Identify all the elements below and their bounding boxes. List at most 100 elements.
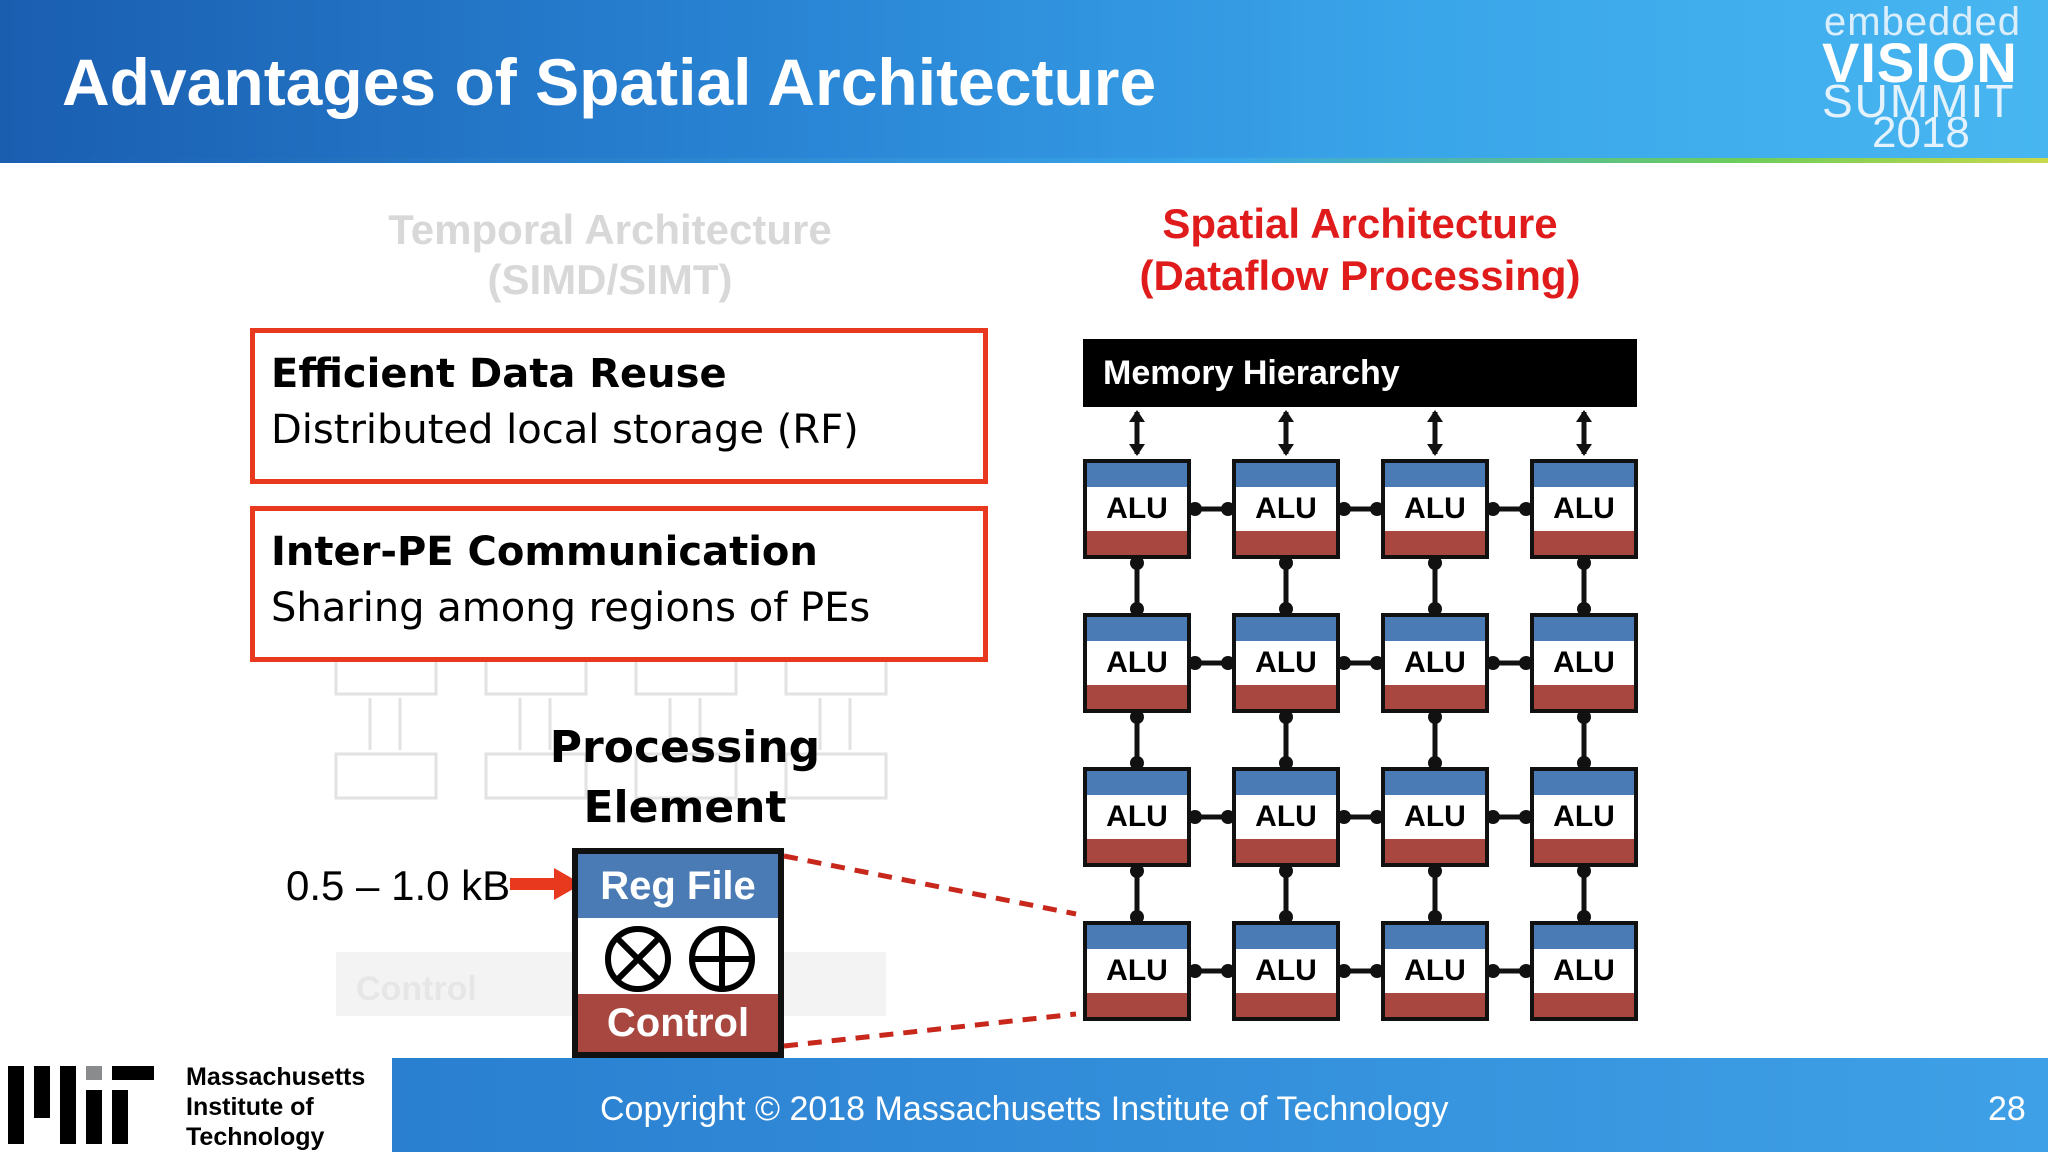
alu-pe: ALU: [1530, 921, 1638, 1021]
alu-pe: ALU: [1381, 459, 1489, 559]
link-node: [1577, 602, 1591, 616]
pe-control: Control: [578, 994, 778, 1052]
spatial-title: Spatial Architecture (Dataflow Processin…: [1100, 198, 1620, 302]
arrow-head-icon: [1278, 410, 1294, 422]
link-node: [1337, 964, 1351, 978]
link-node: [1221, 502, 1235, 516]
copyright-text: Copyright © 2018 Massachusetts Institute…: [600, 1090, 1449, 1128]
faded-alu-box: [334, 752, 438, 800]
alu-pe: ALU: [1232, 613, 1340, 713]
link-node: [1188, 656, 1202, 670]
link-node: [1337, 810, 1351, 824]
arrow-head-icon: [1129, 444, 1145, 456]
temporal-title-line1: Temporal Architecture: [388, 206, 832, 253]
operator-icons: [605, 926, 755, 992]
alu-pe: ALU: [1381, 767, 1489, 867]
alu-pe: ALU: [1530, 767, 1638, 867]
alu-pe: ALU: [1381, 613, 1489, 713]
footer-bar: [392, 1058, 2048, 1152]
alu-pe: ALU: [1381, 921, 1489, 1021]
link-node: [1221, 656, 1235, 670]
memory-hierarchy: Memory Hierarchy: [1083, 339, 1637, 407]
mit-logo-icon: [8, 1066, 154, 1144]
link-node: [1428, 602, 1442, 616]
link-node: [1188, 964, 1202, 978]
link-node: [1428, 756, 1442, 770]
temporal-title-line2: (SIMD/SIMT): [487, 256, 733, 303]
temporal-title: Temporal Architecture (SIMD/SIMT): [360, 206, 860, 304]
link-node: [1577, 710, 1591, 724]
link-node: [1486, 964, 1500, 978]
link-node: [1428, 864, 1442, 878]
callout-title: Efficient Data Reuse: [271, 351, 727, 397]
reg-file: Reg File: [578, 854, 778, 918]
faded-alu-box: [634, 752, 738, 800]
alu-pe: ALU: [1232, 921, 1340, 1021]
arrow-head-icon: [1576, 410, 1592, 422]
logo-text-vision: VISION: [1822, 31, 2018, 94]
alu-pe: ALU: [1530, 459, 1638, 559]
link-node: [1279, 556, 1293, 570]
link-node: [1519, 964, 1533, 978]
callout-subtitle: Distributed local storage (RF): [271, 407, 859, 453]
page-number: 28: [1988, 1090, 2026, 1128]
link-node: [1577, 756, 1591, 770]
alu-pe: ALU: [1530, 613, 1638, 713]
link-node: [1130, 602, 1144, 616]
rf-size-label: 0.5 – 1.0 kB: [286, 862, 511, 909]
arrow-head-icon: [1427, 410, 1443, 422]
arrow-head-icon: [1278, 444, 1294, 456]
arrow-head-icon: [1427, 444, 1443, 456]
arrow-head-icon: [1129, 410, 1145, 422]
link-node: [1221, 810, 1235, 824]
link-node: [1337, 656, 1351, 670]
alu-pe: ALU: [1083, 921, 1191, 1021]
spatial-title-line2: (Dataflow Processing): [1139, 252, 1581, 299]
slide-header: [0, 0, 2048, 160]
link-node: [1130, 710, 1144, 724]
link-node: [1188, 810, 1202, 824]
link-node: [1279, 756, 1293, 770]
mit-name: Massachusetts Institute of Technology: [186, 1062, 365, 1152]
mit-name-line3: Technology: [186, 1123, 325, 1151]
faded-alu-box: [484, 752, 588, 800]
mit-name-line2: Institute of: [186, 1093, 314, 1121]
callout-title: Inter-PE Communication: [271, 529, 818, 575]
link-node: [1428, 710, 1442, 724]
spatial-title-line1: Spatial Architecture: [1162, 200, 1558, 247]
link-node: [1519, 502, 1533, 516]
callout-data-reuse: Efficient Data Reuse Distributed local s…: [250, 328, 988, 484]
link-node: [1221, 964, 1235, 978]
link-node: [1279, 710, 1293, 724]
link-node: [1130, 556, 1144, 570]
link-node: [1428, 556, 1442, 570]
pe-operators: [578, 918, 778, 1000]
link-node: [1337, 502, 1351, 516]
mit-name-line1: Massachusetts: [186, 1063, 366, 1091]
processing-element: Reg File Control: [572, 848, 784, 1058]
pe-caption-line1: Processing: [549, 722, 821, 773]
alu-pe: ALU: [1083, 459, 1191, 559]
callout-inter-pe: Inter-PE Communication Sharing among reg…: [250, 506, 988, 662]
link-node: [1577, 864, 1591, 878]
header-accent-line: [0, 158, 2048, 163]
link-node: [1577, 910, 1591, 924]
link-node: [1486, 656, 1500, 670]
logo-text-year: 2018: [1872, 108, 1970, 157]
link-node: [1486, 810, 1500, 824]
logo-text-summit: SUMMIT: [1822, 75, 2016, 127]
link-node: [1370, 810, 1384, 824]
link-node: [1577, 556, 1591, 570]
arrow-head-icon: [1576, 444, 1592, 456]
link-node: [1188, 502, 1202, 516]
link-node: [1279, 910, 1293, 924]
alu-pe: ALU: [1083, 767, 1191, 867]
link-node: [1370, 964, 1384, 978]
slide-title: Advantages of Spatial Architecture: [62, 45, 1157, 119]
link-node: [1130, 864, 1144, 878]
embedded-vision-summit-logo: embedded VISION SUMMIT 2018: [1812, 0, 2048, 160]
link-node: [1428, 910, 1442, 924]
link-node: [1370, 502, 1384, 516]
link-node: [1486, 502, 1500, 516]
